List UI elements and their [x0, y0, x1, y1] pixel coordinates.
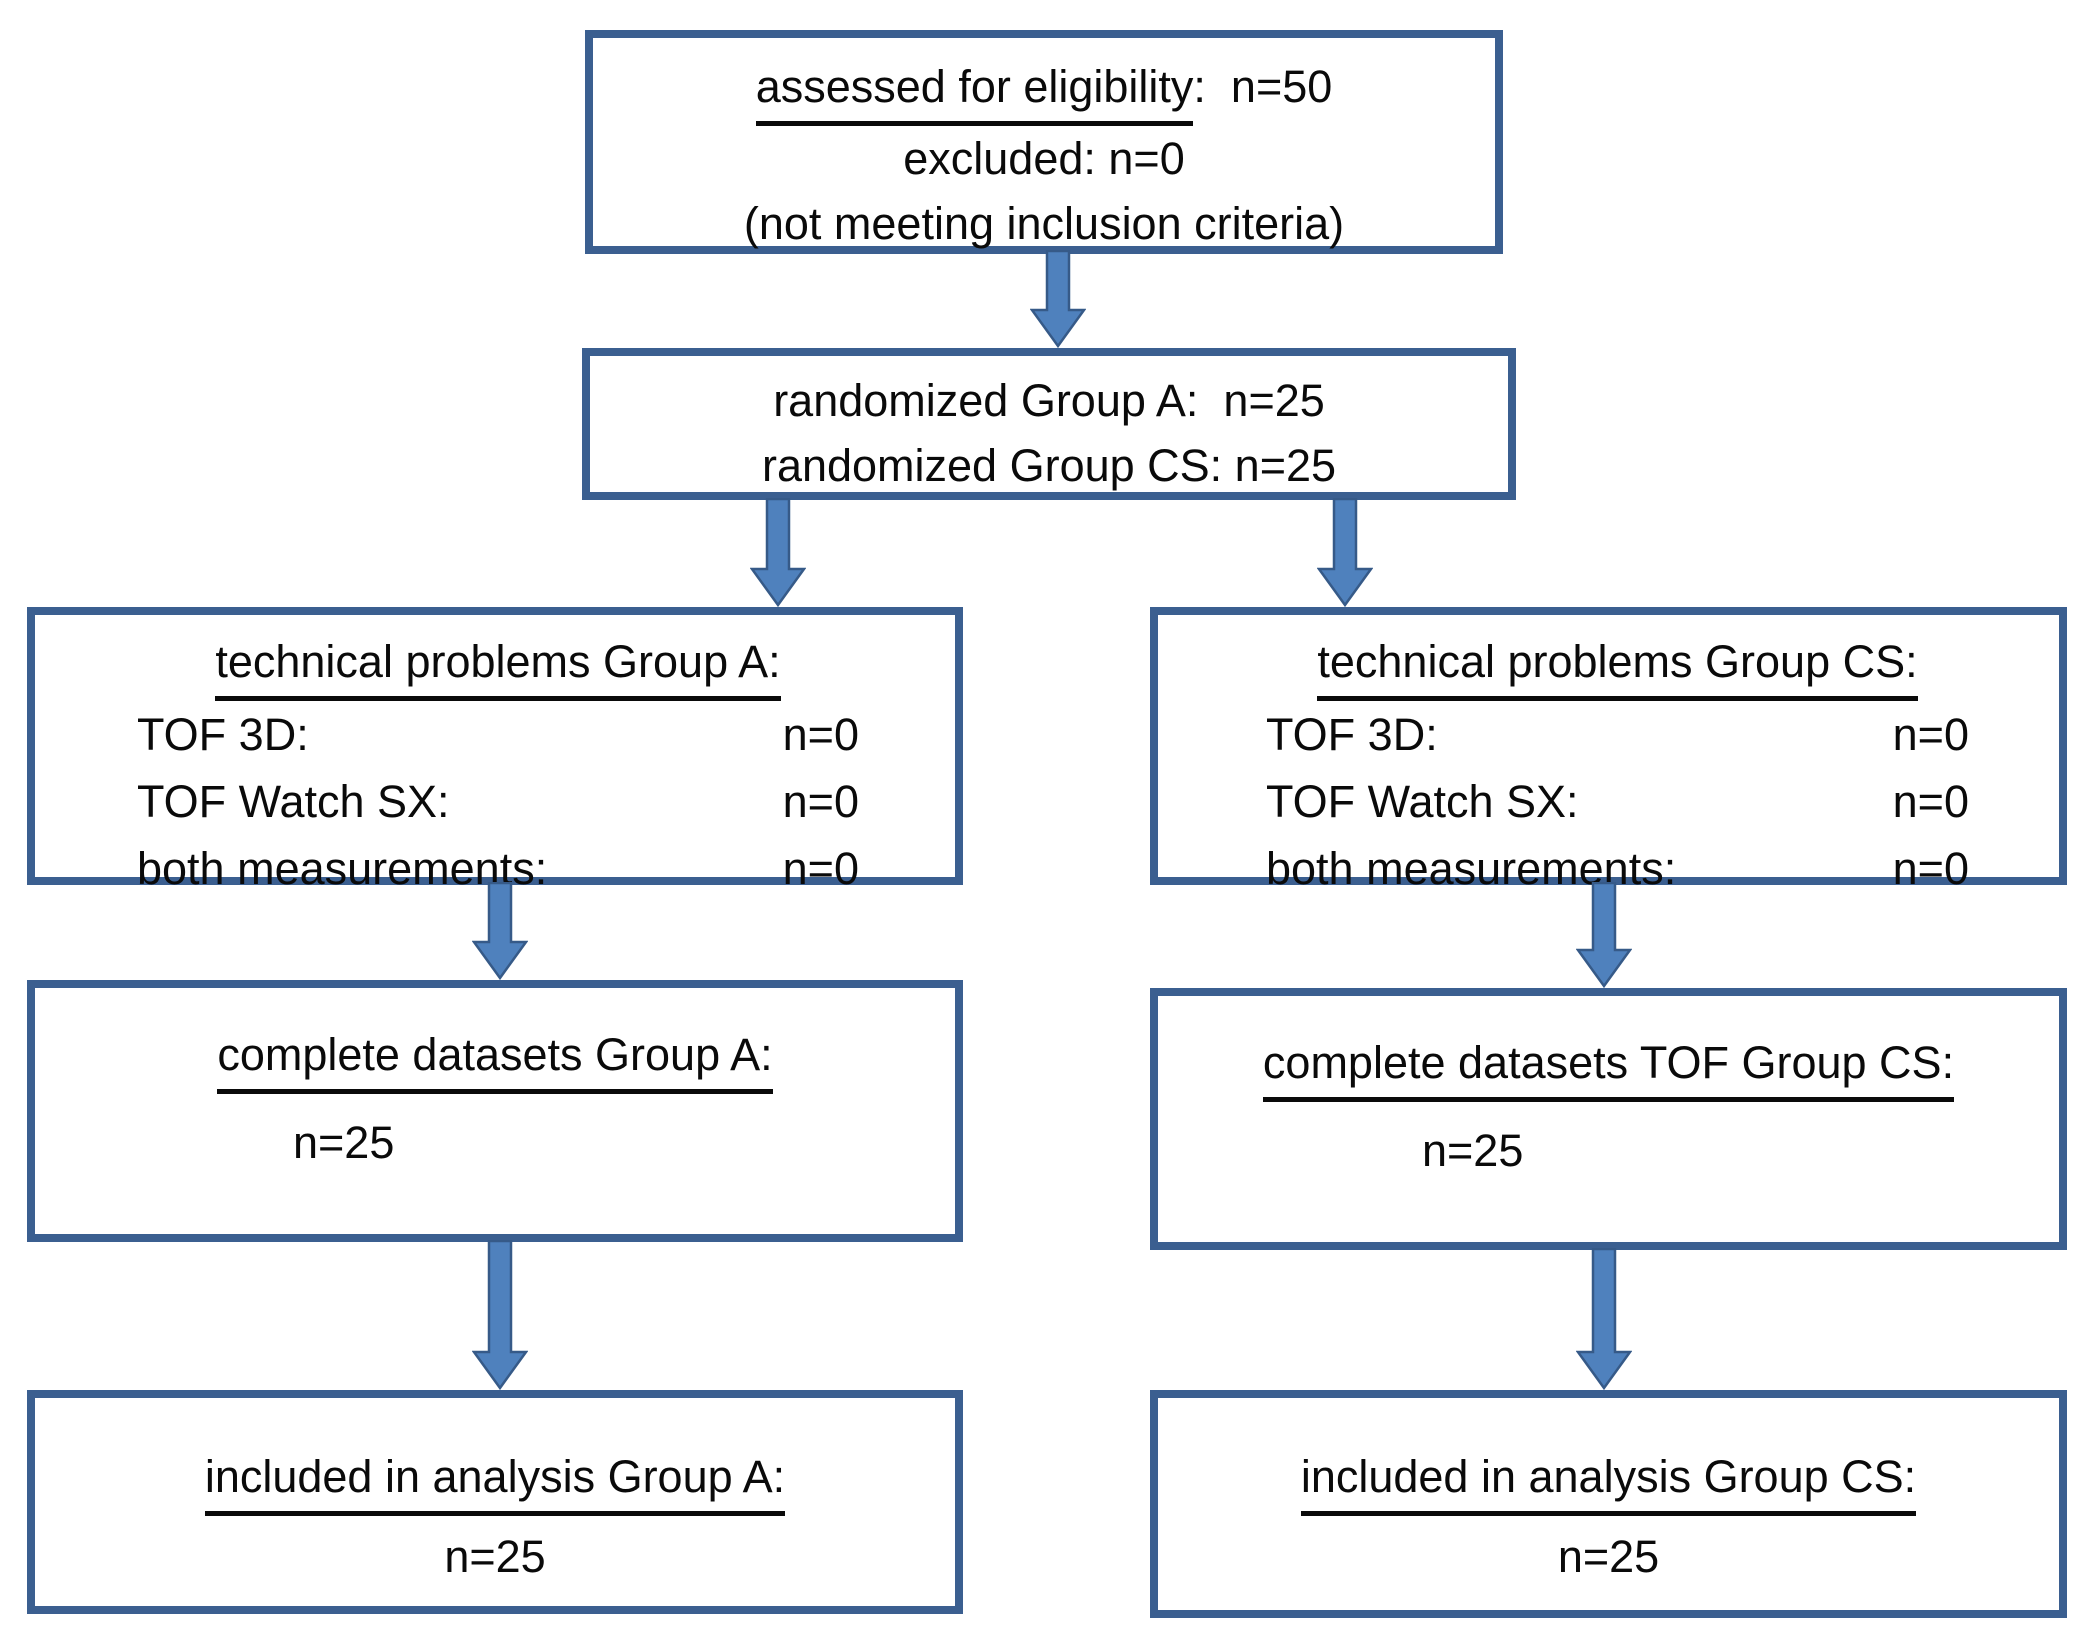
complete-a-header-line: complete datasets Group A:: [35, 1022, 955, 1094]
included-cs-header: included in analysis Group CS:: [1300, 1444, 1917, 1516]
tech-cs-row-tof3d-label: TOF 3D:: [1266, 709, 1438, 760]
tech-a-row-tofwatch: TOF Watch SX: n=0: [137, 768, 859, 835]
tech-cs-row-tofwatch-label: TOF Watch SX:: [1266, 776, 1579, 827]
tech-cs-row-both-value: n=0: [1892, 843, 1969, 894]
box-complete-datasets-cs: complete datasets TOF Group CS: n=25: [1150, 988, 2067, 1250]
tech-cs-header: technical problems Group CS:: [1317, 629, 1918, 701]
box-technical-problems-cs: technical problems Group CS: TOF 3D:n=0 …: [1150, 607, 2067, 894]
eligibility-criteria-line: (not meeting inclusion criteria): [743, 198, 1345, 249]
tech-a-row-tof3d-value: n=0: [782, 709, 859, 760]
tech-a-row-tofwatch-value: n=0: [782, 776, 859, 827]
tech-a-row-both-value: n=0: [782, 843, 859, 894]
box-complete-datasets-a: complete datasets Group A: n=25: [27, 980, 963, 1242]
tech-cs-row-both: both measurements: n=0: [1266, 835, 1969, 902]
complete-cs-count: n=25: [1422, 1125, 1524, 1176]
arrow-complete-a-to-included-a: [472, 1240, 528, 1390]
box-included-analysis-a: included in analysis Group A: n=25: [27, 1390, 963, 1614]
complete-cs-header-line: complete datasets TOF Group CS:: [1158, 1030, 2059, 1102]
included-a-count: n=25: [444, 1531, 546, 1582]
tech-cs-header-line: technical problems Group CS:: [1266, 629, 1969, 701]
box-technical-problems-a: technical problems Group A: TOF 3D: n=0 T…: [27, 607, 963, 894]
tech-a-header: technical problems Group A:: [215, 629, 781, 701]
arrow-complete-cs-to-included-cs: [1576, 1248, 1632, 1390]
tech-a-header-line: technical problems Group A:: [137, 629, 859, 701]
box-randomized: randomized Group A: n=25 randomized Grou…: [582, 348, 1516, 500]
tech-cs-row-tofwatch: TOF Watch SX: n=0: [1266, 768, 1969, 835]
arrow-tech-a-to-complete-a: [472, 882, 528, 980]
included-a-header: included in analysis Group A:: [204, 1444, 786, 1516]
complete-a-count: n=25: [293, 1117, 395, 1168]
complete-cs-header: complete datasets TOF Group CS:: [1262, 1030, 1955, 1102]
eligibility-excluded-line: excluded: n=0: [903, 133, 1185, 184]
tech-cs-row-both-label: both measurements:: [1266, 843, 1677, 894]
randomized-group-cs-line: randomized Group CS: n=25: [761, 440, 1337, 491]
tech-cs-row-tof3d: TOF 3D: n=0: [1266, 701, 1969, 768]
arrow-tech-cs-to-complete-cs: [1576, 882, 1632, 988]
tech-a-row-tofwatch-label: TOF Watch SX:: [137, 776, 450, 827]
eligibility-title-line: assessed for eligibility: n=50: [593, 54, 1495, 126]
tech-a-row-tof3d: TOF 3D: n=0: [137, 701, 859, 768]
tech-cs-row-tof3d-value: n=0: [1892, 709, 1969, 760]
included-a-header-line: included in analysis Group A:: [35, 1444, 955, 1516]
included-cs-header-line: included in analysis Group CS:: [1158, 1444, 2059, 1516]
complete-a-header: complete datasets Group A:: [217, 1022, 773, 1094]
eligibility-title-underlined: assessed for eligibility: [755, 54, 1194, 126]
tech-cs-row-tofwatch-value: n=0: [1892, 776, 1969, 827]
box-assessed-eligibility: assessed for eligibility: n=50 excluded:…: [585, 30, 1503, 254]
included-cs-count: n=25: [1557, 1531, 1660, 1582]
randomized-group-a-line: randomized Group A: n=25: [773, 375, 1325, 426]
arrow-randomized-to-tech-cs: [1317, 498, 1373, 607]
arrow-randomized-to-tech-a: [750, 498, 806, 607]
box-included-analysis-cs: included in analysis Group CS: n=25: [1150, 1390, 2067, 1618]
arrow-eligibility-to-randomized: [1030, 250, 1086, 348]
eligibility-title-count: : n=50: [1193, 61, 1333, 112]
tech-a-row-tof3d-label: TOF 3D:: [137, 709, 309, 760]
